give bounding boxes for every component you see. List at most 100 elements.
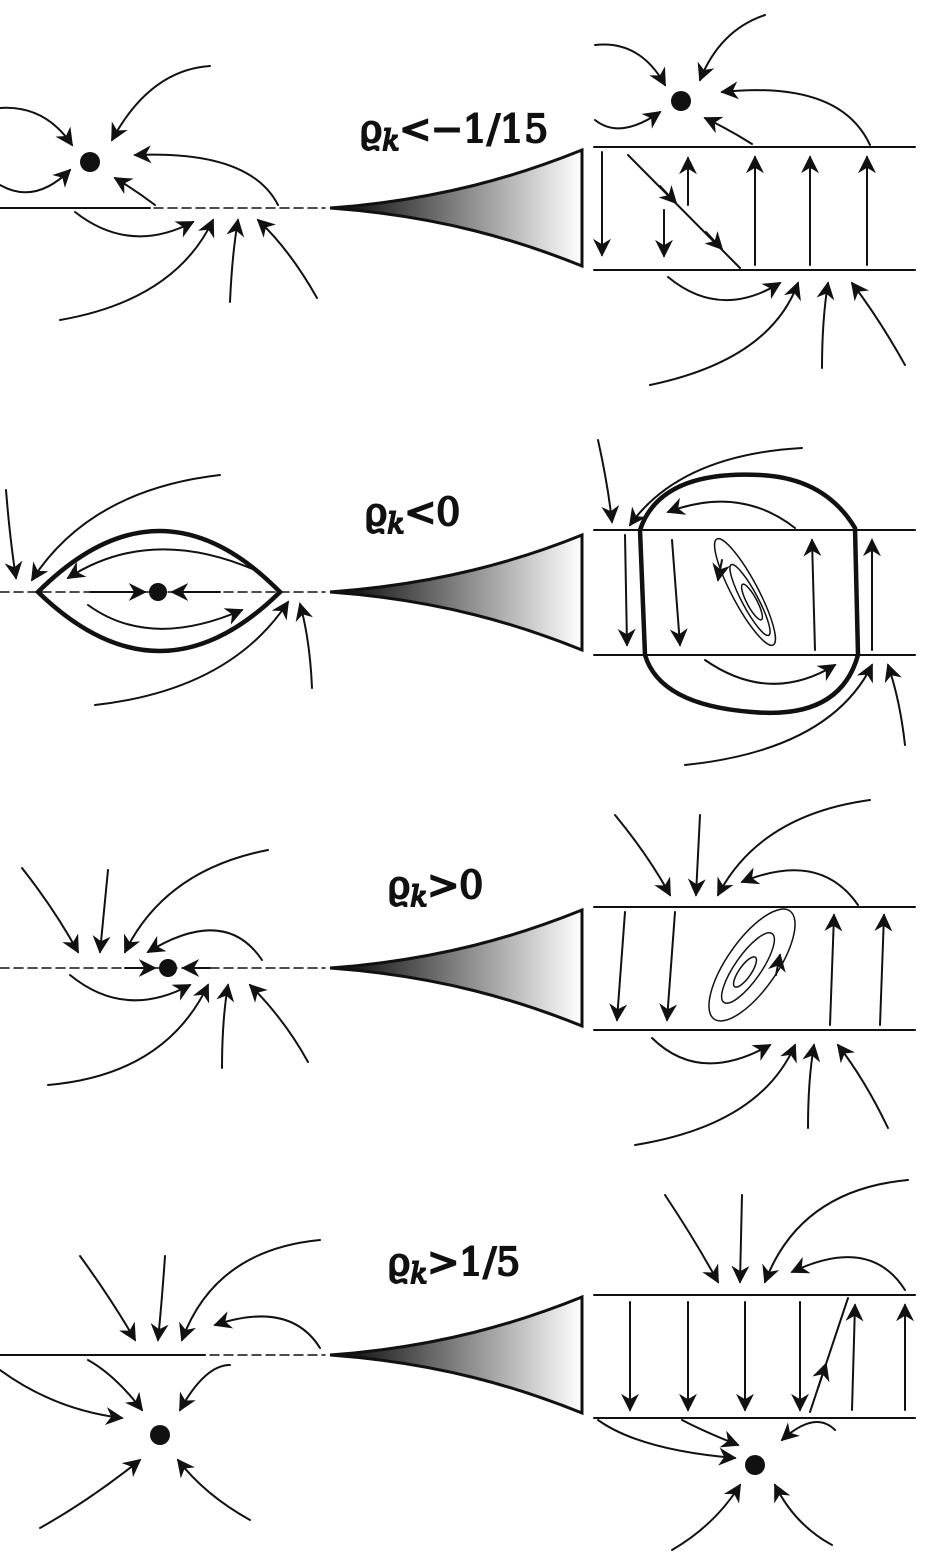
- blowup-wedge: [329, 907, 584, 1029]
- trajectory: [628, 447, 803, 527]
- equilibrium-point: [149, 583, 167, 601]
- right-portrait-4: [581, 1179, 916, 1551]
- condition-label-2: ϱk<0: [365, 490, 460, 540]
- trajectory: [179, 1364, 231, 1412]
- trajectory: [774, 1483, 833, 1546]
- spiral-arrow: [767, 953, 786, 976]
- spiral-arrow: [712, 559, 731, 582]
- spiral-orbit: [708, 908, 796, 1022]
- trajectory: [594, 110, 662, 130]
- trajectory: [39, 1458, 142, 1529]
- right-portrait-2: [581, 439, 916, 766]
- trajectory: [66, 548, 256, 579]
- trajectory: [649, 281, 801, 386]
- flow-arrow-up: [824, 913, 843, 1026]
- trajectory: [111, 65, 211, 142]
- trajectory: [69, 974, 192, 1002]
- equilibrium-point: [80, 152, 100, 172]
- diagonal-orbit-arrow: [812, 1362, 830, 1389]
- trajectory: [802, 1043, 821, 1129]
- spiral-orbit: [713, 537, 777, 647]
- trajectory: [133, 145, 279, 206]
- blowup-wedge: [329, 147, 584, 269]
- trajectory: [113, 177, 156, 206]
- equilibrium-point: [671, 91, 691, 111]
- flow-arrow-up: [874, 913, 893, 1026]
- trajectory: [594, 43, 666, 87]
- trajectory: [216, 983, 235, 1069]
- flow-arrow-down: [669, 539, 688, 647]
- trajectory: [21, 867, 79, 954]
- trajectory: [179, 1239, 321, 1342]
- trajectory: [884, 663, 906, 746]
- diagonal-orbit: [627, 154, 741, 269]
- trajectory: [87, 604, 244, 630]
- diagonal-orbit: [809, 1297, 849, 1413]
- condition-label-1: ϱk<−1/15: [360, 107, 548, 157]
- trajectory: [79, 1255, 136, 1342]
- trajectory: [150, 1255, 169, 1342]
- equilibrium-point: [745, 1455, 765, 1475]
- left-portrait-1: [0, 65, 326, 321]
- equilibrium-point: [150, 1425, 170, 1445]
- trajectory: [0, 1369, 124, 1426]
- left-portrait-3: [0, 849, 326, 1086]
- trajectory: [697, 14, 766, 82]
- trajectory: [74, 211, 195, 238]
- trajectory: [213, 1311, 321, 1349]
- diagonal-orbit-arrow: [658, 185, 678, 205]
- trajectory: [0, 106, 74, 147]
- trajectory: [651, 1037, 772, 1065]
- trajectory: [666, 497, 796, 529]
- trajectory: [731, 1194, 750, 1284]
- trajectory: [176, 1458, 251, 1521]
- heteroclinic-loop: [637, 472, 861, 716]
- trajectory: [226, 218, 245, 303]
- trajectory: [597, 439, 620, 524]
- trajectory: [780, 1421, 836, 1442]
- panel-1: ϱk<−1/15: [0, 14, 916, 386]
- flow-arrow-down: [659, 911, 678, 1022]
- trajectory: [92, 869, 111, 954]
- trajectory: [762, 1179, 909, 1284]
- trajectory: [667, 276, 782, 301]
- trajectory: [850, 281, 906, 366]
- trajectory: [597, 1419, 737, 1466]
- flow-arrow-down: [609, 911, 628, 1022]
- panel-3: ϱk>0: [0, 799, 916, 1146]
- left-portrait-2: [0, 474, 326, 706]
- trajectory: [94, 600, 289, 706]
- trajectory: [87, 1359, 144, 1412]
- trajectory: [703, 116, 753, 145]
- trajectory: [681, 1419, 740, 1448]
- trajectory: [684, 663, 873, 766]
- trajectory: [31, 474, 221, 582]
- trajectory: [256, 218, 318, 299]
- trajectory: [664, 1194, 719, 1284]
- trajectory: [740, 867, 859, 906]
- trajectory: [146, 929, 263, 961]
- equilibrium-point: [159, 959, 177, 977]
- trajectory: [717, 799, 871, 897]
- trajectory: [295, 602, 314, 689]
- trajectory: [4, 489, 23, 580]
- right-portrait-1: [581, 14, 916, 386]
- trajectory: [836, 1043, 889, 1129]
- homoclinic-loop: [34, 528, 284, 654]
- panel-4: ϱk>1/5: [0, 1179, 916, 1551]
- trajectory: [124, 849, 269, 954]
- trajectory: [790, 1256, 906, 1291]
- right-portrait-3: [581, 799, 916, 1146]
- blowup-wedge: [329, 1294, 584, 1416]
- diagonal-orbit-arrow: [704, 231, 724, 251]
- trajectory: [248, 983, 309, 1063]
- condition-label-3: ϱk>0: [388, 863, 483, 913]
- trajectory: [59, 218, 215, 321]
- left-portrait-4: [0, 1239, 326, 1529]
- flow-arrow-up: [845, 1303, 864, 1411]
- spiral-orbit: [740, 583, 764, 621]
- flow-arrow-down: [617, 534, 636, 647]
- trajectory: [704, 659, 837, 685]
- condition-label-4: ϱk>1/5: [388, 1240, 520, 1290]
